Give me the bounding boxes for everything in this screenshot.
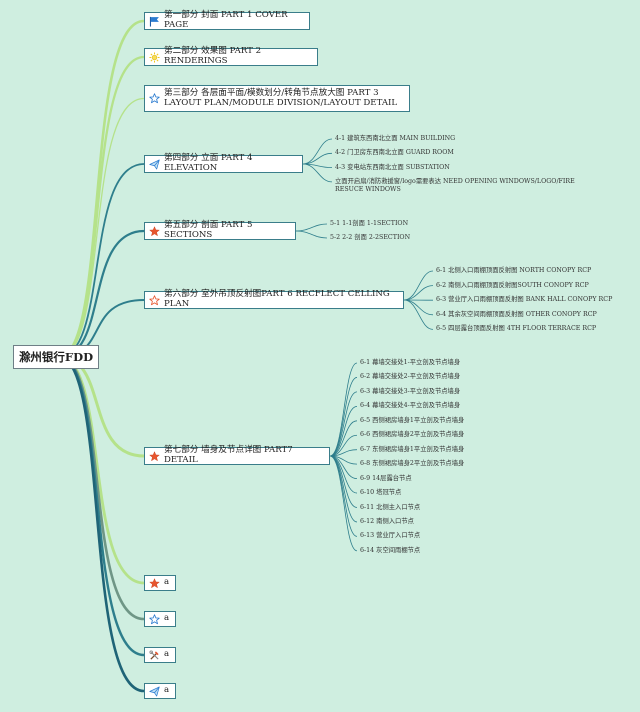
branch-node-10[interactable]: a (144, 647, 176, 663)
sub-item[interactable]: 6-2 南侧入口雨棚顶面反射图SOUTH CONOPY RCP (436, 281, 589, 289)
sub-item[interactable]: 4-2 门卫房东西南北立面 GUARD ROOM (335, 149, 454, 157)
branch-label: 第五部分 剖面 PART 5 SECTIONS (164, 220, 253, 240)
sub-item[interactable]: 6-7 东侧裙房墙身1平立剖及节点墙身 (360, 445, 465, 453)
sub-item[interactable]: 6-5 四层露台顶面反射图 4TH FLOOR TERRACE RCP (436, 325, 597, 333)
sub-item[interactable]: 6-4 其余灰空间雨棚顶面反射图 OTHER CONOPY RCP (436, 310, 597, 318)
branch-node-8[interactable]: a (144, 575, 176, 591)
sub-item[interactable]: 6-14 灰空间雨棚节点 (360, 546, 421, 554)
branch-node-7[interactable]: 第七部分 墙身及节点详图 PART7 DETAIL (144, 445, 330, 465)
sub-connector (302, 163, 333, 183)
branch-label: 第六部分 室外吊顶反射图PART 6 RECFLECT CELLING PLAN (164, 289, 390, 309)
branch-label: a (164, 685, 170, 696)
paper-plane-icon (149, 686, 160, 697)
sub-item[interactable]: 6-3 营业厅入口雨棚顶面反射图 BANK HALL CONOPY RCP (436, 296, 613, 304)
sub-connector (329, 455, 358, 552)
sub-item[interactable]: 4-1 建筑东西南北立面 MAIN BUILDING (335, 135, 456, 142)
sub-item[interactable]: 4-3 变电站东西南北立面 SUBSTATION (335, 163, 450, 171)
sub-connector (403, 285, 434, 301)
sub-item[interactable]: 6-3 幕墙交接处3-平立剖及节点墙身 (360, 387, 461, 395)
branch-label: a (164, 577, 170, 588)
sub-connector (329, 362, 358, 457)
sub-connector (302, 152, 333, 165)
branch-connector (58, 97, 145, 358)
sub-item[interactable]: 6-4 幕墙交接处4-平立剖及节点墙身 (360, 402, 461, 410)
star-filled-icon (149, 451, 160, 462)
sub-item[interactable]: 6-5 西侧裙房墙身1平立剖及节点墙身 (360, 416, 465, 424)
star-outline-icon (149, 613, 160, 625)
sub-connector (329, 420, 358, 457)
sub-connector (403, 270, 434, 301)
branch-node-1[interactable]: 第一部分 封面 PART 1 COVER PAGE (144, 10, 310, 30)
branch-node-11[interactable]: a (144, 683, 176, 699)
branch-label: 第二部分 效果图 PART 2 RENDERINGS (164, 46, 262, 66)
branch-label: a (164, 649, 170, 660)
branch-node-2[interactable]: 第二部分 效果图 PART 2 RENDERINGS (144, 46, 318, 66)
branch-label: a (164, 613, 170, 624)
sub-connector (403, 299, 434, 316)
branch-label: 第三部分 各层面平面/模数划分/转角节点放大图 PART 3 LAYOUT PL… (164, 87, 398, 108)
sub-item[interactable]: 6-8 东侧裙房墙身2平立剖及节点墙身 (360, 460, 465, 468)
star-filled-icon (149, 226, 160, 237)
sub-item[interactable]: 6-2 幕墙交接处2-平立剖及节点墙身 (360, 373, 461, 381)
branch-node-9[interactable]: a (144, 611, 176, 627)
branch-node-5[interactable]: 第五部分 剖面 PART 5 SECTIONS (144, 220, 296, 240)
branch-connector (57, 19, 146, 359)
tools-icon (149, 649, 160, 661)
branch-connector (57, 355, 146, 458)
branch-connector (57, 55, 146, 359)
branch-node-3[interactable]: 第三部分 各层面平面/模数划分/转角节点放大图 PART 3 LAYOUT PL… (144, 85, 410, 112)
star-filled-icon (149, 578, 160, 589)
branch-label: 第四部分 立面 PART 4 ELEVATION (164, 153, 253, 173)
sub-connector (329, 455, 358, 523)
sub-item[interactable]: 6-10 塔冠节点 (360, 489, 402, 497)
star-outline-icon (149, 93, 160, 104)
branch-label: 第七部分 墙身及节点详图 PART7 DETAIL (164, 445, 293, 465)
sub-item[interactable]: 6-6 西侧裙房墙身2平立剖及节点墙身 (360, 431, 465, 439)
sub-item[interactable]: 5-2 2-2 剖面 2-2SECTION (330, 234, 411, 241)
root-label: 滁州银行FDD (18, 350, 94, 364)
sub-item[interactable]: 6-12 南侧入口节点 (360, 517, 414, 525)
branch-connector (58, 163, 145, 358)
sub-item[interactable]: 6-1 幕墙交接处1-平立剖及节点墙身 (360, 359, 461, 366)
sub-connector (329, 377, 358, 457)
branch-node-6[interactable]: 第六部分 室外吊顶反射图PART 6 RECFLECT CELLING PLAN (144, 289, 404, 309)
branch-node-4[interactable]: 第四部分 立面 PART 4 ELEVATION (144, 153, 303, 173)
sub-item[interactable]: 立面开启扇/消防救援窗/logo需要表达 NEED OPENING WINDOW… (335, 177, 575, 193)
root-node[interactable]: 滁州银行FDD (13, 345, 99, 369)
paper-plane-icon (149, 159, 160, 170)
sub-item[interactable]: 6-1 北侧入口雨棚顶面反射图 NORTH CONOPY RCP (436, 267, 592, 274)
sub-item[interactable]: 6-13 营业厅入口节点 (360, 532, 421, 540)
sub-connector (329, 455, 358, 537)
star-outline-red-icon (149, 294, 160, 306)
branch-connector (57, 355, 146, 693)
sub-item[interactable]: 6-11 北侧主入口节点 (360, 503, 421, 511)
sub-connector (329, 405, 358, 457)
sub-connector (403, 299, 434, 330)
branch-connector (57, 355, 146, 657)
sun-icon (149, 51, 160, 63)
sub-connector (295, 230, 328, 239)
sub-item[interactable]: 6-9 14层露台节点 (360, 474, 412, 482)
sub-connector (302, 138, 333, 165)
branch-label: 第一部分 封面 PART 1 COVER PAGE (164, 10, 288, 30)
branch-connector (57, 229, 146, 359)
sub-connector (329, 434, 358, 457)
sub-connector (295, 223, 328, 232)
sub-item[interactable]: 5-1 1-1剖面 1-1SECTION (330, 220, 409, 227)
flag-icon (149, 16, 160, 27)
